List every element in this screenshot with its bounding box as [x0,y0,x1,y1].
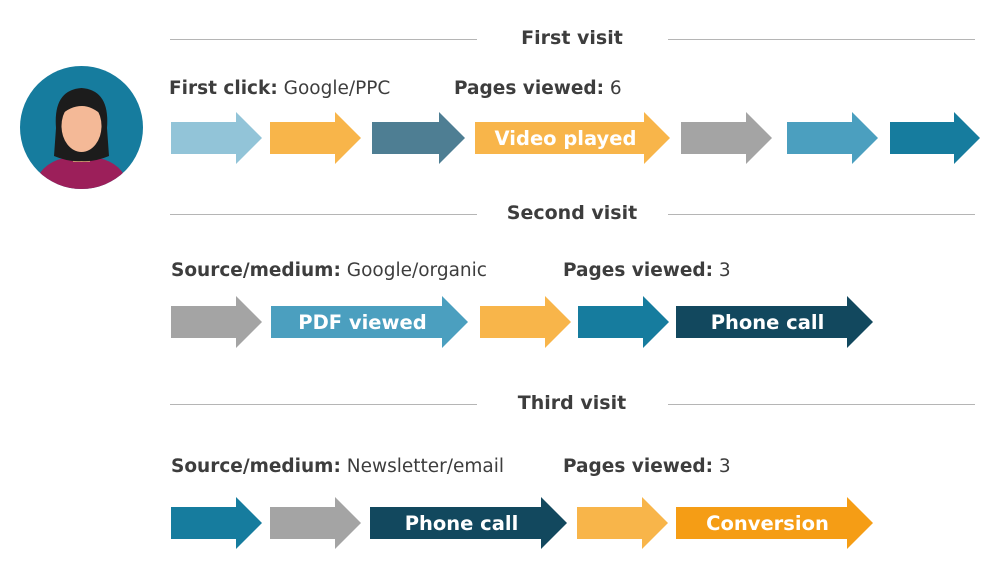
divider-line [668,404,975,405]
user-avatar-icon [20,66,143,189]
journey-arrow: Conversion [676,497,873,549]
arrow-shape [890,112,980,164]
arrow-label: Video played [494,126,637,150]
visit-title: First visit [521,27,623,49]
arrow-label: Phone call [404,511,519,535]
divider-line [668,39,975,40]
arrow-label: Phone call [710,310,825,334]
journey-arrow: Phone call [370,497,567,549]
arrow-shape [270,112,361,164]
visit-info-pages: Pages viewed: 3 [563,259,731,283]
journey-arrow [681,112,772,164]
journey-arrow [171,497,262,549]
journey-arrow [372,112,465,164]
divider-line [170,214,477,215]
journey-arrow [578,296,669,348]
divider-line [170,39,477,40]
visit-info-source: First click: Google/PPC [169,77,390,101]
arrow-shape [676,497,873,549]
journey-arrow [171,112,262,164]
journey-arrow [787,112,878,164]
arrow-shape [372,112,465,164]
info-label: Pages viewed: [563,260,714,281]
arrow-shape [577,497,668,549]
arrow-shape [370,497,567,549]
journey-arrow: Phone call [676,296,873,348]
journey-arrow [480,296,571,348]
arrow-shape [171,296,262,348]
journey-arrow [270,112,361,164]
journey-arrow [577,497,668,549]
visit-info-pages: Pages viewed: 6 [454,77,622,101]
arrow-shape [171,497,262,549]
arrow-shape [171,112,262,164]
arrow-shape [480,296,571,348]
visit-title: Second visit [506,202,638,224]
info-value: 3 [718,456,731,477]
visit-info-source: Source/medium: Google/organic [171,259,487,283]
info-value: 3 [718,260,731,281]
visit-title: Third visit [517,392,627,414]
divider-line [668,214,975,215]
visit-info-pages: Pages viewed: 3 [563,455,731,479]
journey-arrow [171,296,262,348]
journey-arrow [890,112,980,164]
info-label: First click: [169,78,278,99]
arrow-shape [475,112,670,164]
arrow-shape [787,112,878,164]
info-label: Source/medium: [171,260,341,281]
journey-arrow: PDF viewed [271,296,468,348]
arrow-label: PDF viewed [298,310,427,334]
info-value: 6 [609,78,622,99]
visit-info-source: Source/medium: Newsletter/email [171,455,504,479]
info-label: Source/medium: [171,456,341,477]
arrow-shape [271,296,468,348]
journey-arrow [270,497,361,549]
divider-line [170,404,477,405]
journey-arrow: Video played [475,112,670,164]
info-label: Pages viewed: [454,78,605,99]
arrow-shape [578,296,669,348]
info-value: Google/organic [346,260,487,281]
arrow-shape [270,497,361,549]
info-label: Pages viewed: [563,456,714,477]
info-value: Newsletter/email [346,456,505,477]
info-value: Google/PPC [283,78,391,99]
arrow-label: Conversion [706,511,829,535]
arrow-shape [681,112,772,164]
arrow-shape [676,296,873,348]
